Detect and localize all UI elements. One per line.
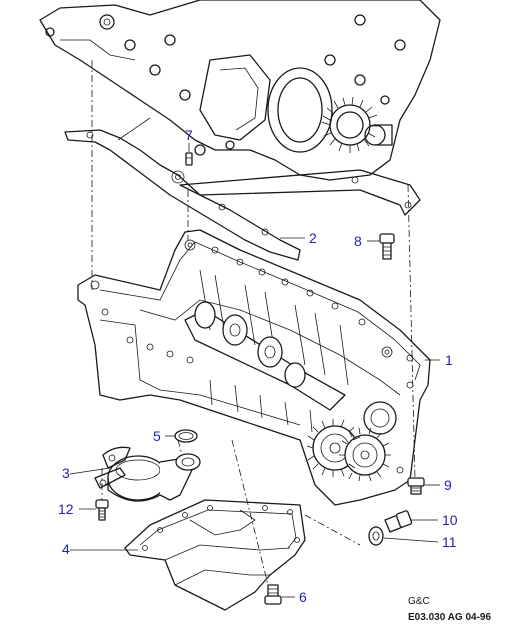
callout-12: 12 [58, 501, 74, 517]
oil-pickup-strainer [94, 446, 201, 502]
callout-2: 2 [309, 230, 317, 246]
leader-lines [69, 143, 440, 598]
callout-5: 5 [153, 428, 161, 444]
callout-3: 3 [62, 465, 70, 481]
footer-code: E03.030 AG 04-96 [408, 612, 491, 623]
oil-sump-upper [77, 229, 431, 506]
bolt-10-washer-11 [368, 510, 413, 546]
drain-bolt [264, 584, 282, 605]
engine-block [39, 0, 441, 181]
callout-6: 6 [299, 589, 307, 605]
callout-1: 1 [445, 352, 453, 368]
callout-8: 8 [354, 233, 362, 249]
dowel-pin [185, 152, 193, 166]
callout-9: 9 [444, 477, 452, 493]
bolt-8 [379, 233, 395, 260]
bolt-9 [407, 477, 425, 495]
bolt-12 [95, 499, 109, 521]
callout-4: 4 [62, 541, 70, 557]
callout-11: 11 [442, 534, 457, 550]
assembly-centerlines [91, 60, 416, 586]
callout-7: 7 [185, 127, 193, 143]
footer-brand: G&C [408, 596, 430, 607]
oil-pan-gasket [64, 117, 421, 261]
oil-pan-lower [124, 499, 306, 611]
callout-10: 10 [442, 512, 458, 528]
